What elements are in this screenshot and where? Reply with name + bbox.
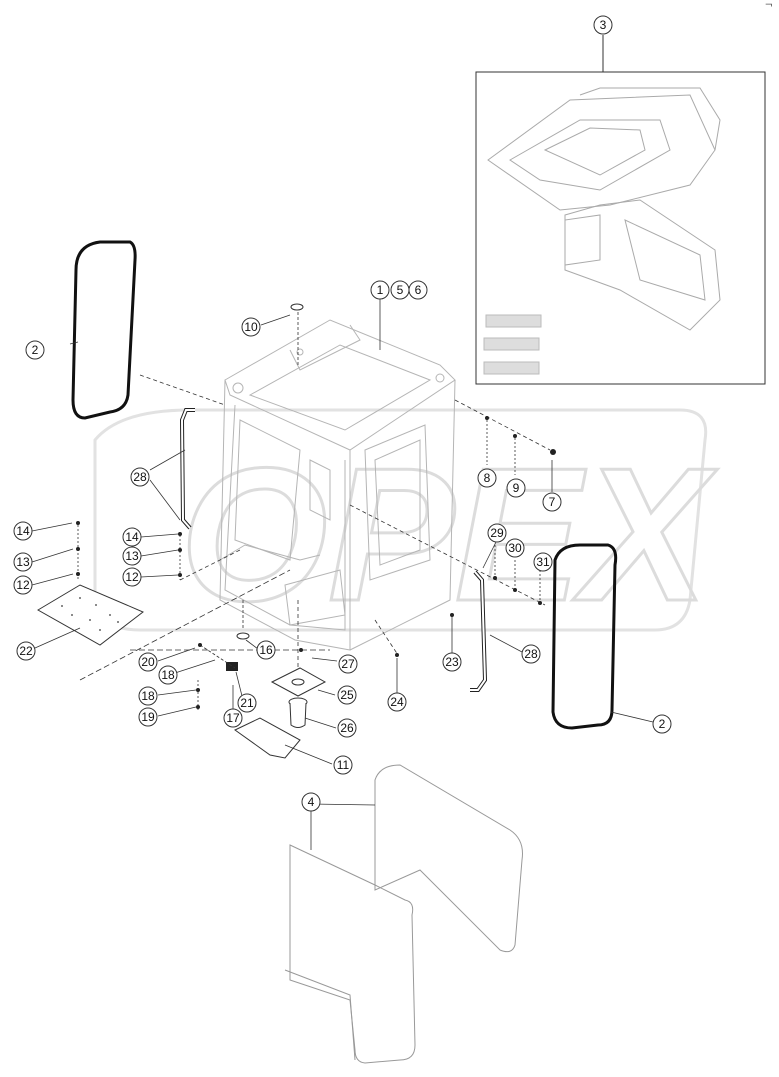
callout-8: 8: [477, 468, 497, 488]
callout-12-left: 12: [13, 575, 33, 595]
svg-text:17: 17: [226, 711, 240, 725]
svg-text:2: 2: [32, 343, 39, 357]
label-plate-2: [483, 337, 540, 351]
svg-text:26: 26: [340, 721, 354, 735]
svg-text:12: 12: [125, 570, 139, 584]
callouts: 3 1 5 6 2 10 28 8 9 7 14 13 12 14 13 12 …: [13, 15, 672, 812]
callout-12-right: 12: [122, 567, 142, 587]
svg-text:1: 1: [377, 283, 384, 297]
svg-text:18: 18: [161, 668, 175, 682]
mounting-bracket: [234, 717, 301, 759]
callout-11: 11: [333, 755, 353, 775]
svg-text:14: 14: [16, 524, 30, 538]
svg-text:3: 3: [600, 18, 607, 32]
svg-text:4: 4: [308, 795, 315, 809]
svg-text:8: 8: [484, 471, 491, 485]
callout-1: 1: [370, 280, 390, 300]
callout-4: 4: [301, 792, 321, 812]
callout-19: 19: [138, 707, 158, 727]
callout-10: 10: [241, 317, 261, 337]
callout-20: 20: [138, 652, 158, 672]
callout-29: 29: [487, 523, 507, 543]
handrail-left-inner: [180, 409, 195, 529]
watermark-text: OPEX: [180, 429, 718, 641]
door-seal-left: [71, 240, 137, 420]
svg-text:27: 27: [341, 657, 355, 671]
svg-text:19: 19: [141, 710, 155, 724]
svg-text:6: 6: [415, 283, 422, 297]
svg-text:28: 28: [133, 470, 147, 484]
svg-text:9: 9: [513, 481, 520, 495]
callout-28-left: 28: [130, 467, 150, 487]
svg-text:13: 13: [125, 549, 139, 563]
flange-plate: [270, 667, 327, 697]
callout-28-right: 28: [521, 644, 541, 664]
callout-9: 9: [506, 478, 526, 498]
svg-text:23: 23: [445, 655, 459, 669]
svg-text:5: 5: [397, 283, 404, 297]
cab-frame: [219, 319, 456, 651]
callout-14-left: 14: [13, 521, 33, 541]
svg-text:25: 25: [340, 688, 354, 702]
callout-21: 21: [237, 693, 257, 713]
callout-18-bottom: 18: [138, 686, 158, 706]
label-plate-1: [485, 314, 542, 328]
callout-27: 27: [338, 654, 358, 674]
bolt-7: [550, 449, 556, 455]
watermark-logo: OPEX: [93, 408, 720, 643]
callout-18-top: 18: [158, 665, 178, 685]
callout-23: 23: [442, 652, 462, 672]
svg-text:22: 22: [19, 644, 33, 658]
svg-text:30: 30: [508, 541, 522, 555]
door-seal-right: [551, 543, 618, 730]
side-glass-panels: [284, 764, 523, 1064]
svg-text:31: 31: [536, 555, 550, 569]
svg-text:20: 20: [141, 655, 155, 669]
callout-13-right: 13: [122, 546, 142, 566]
callout-14-right: 14: [122, 527, 142, 547]
svg-text:7: 7: [549, 495, 556, 509]
callout-31: 31: [533, 552, 553, 572]
svg-text:14: 14: [125, 530, 139, 544]
svg-text:10: 10: [244, 320, 258, 334]
callout-16: 16: [256, 640, 276, 660]
grommet-16: [236, 632, 250, 640]
svg-text:21: 21: [240, 696, 254, 710]
corner-mark: ¬: [764, 0, 773, 11]
callout-5: 5: [390, 280, 410, 300]
callout-7: 7: [542, 492, 562, 512]
clip-21: [226, 662, 238, 671]
svg-text:11: 11: [337, 758, 350, 772]
svg-text:24: 24: [390, 695, 404, 709]
fastener-dots: [76, 416, 542, 709]
callout-2-right: 2: [652, 714, 672, 734]
svg-text:18: 18: [141, 689, 155, 703]
cap-10: [290, 303, 304, 311]
callout-6: 6: [408, 280, 428, 300]
svg-text:28: 28: [524, 647, 538, 661]
callout-13-left: 13: [13, 552, 33, 572]
callout-25: 25: [337, 685, 357, 705]
drain-tube: [288, 697, 308, 728]
leader-lines: [31, 298, 654, 850]
callout-30: 30: [505, 538, 525, 558]
svg-text:12: 12: [16, 578, 30, 592]
callout-3: 3: [593, 15, 613, 35]
roof-panel-inset: [475, 35, 766, 385]
svg-text:13: 13: [16, 555, 30, 569]
floor-plate: [37, 584, 144, 646]
callout-24: 24: [387, 692, 407, 712]
label-plate-3: [483, 361, 540, 375]
callout-2-left: 2: [25, 340, 45, 360]
callout-22: 22: [16, 641, 36, 661]
svg-text:16: 16: [259, 643, 273, 657]
svg-text:2: 2: [659, 717, 666, 731]
callout-26: 26: [337, 718, 357, 738]
svg-text:29: 29: [490, 526, 504, 540]
callout-17: 17: [223, 708, 243, 728]
handrail-right-inner: [470, 571, 487, 691]
